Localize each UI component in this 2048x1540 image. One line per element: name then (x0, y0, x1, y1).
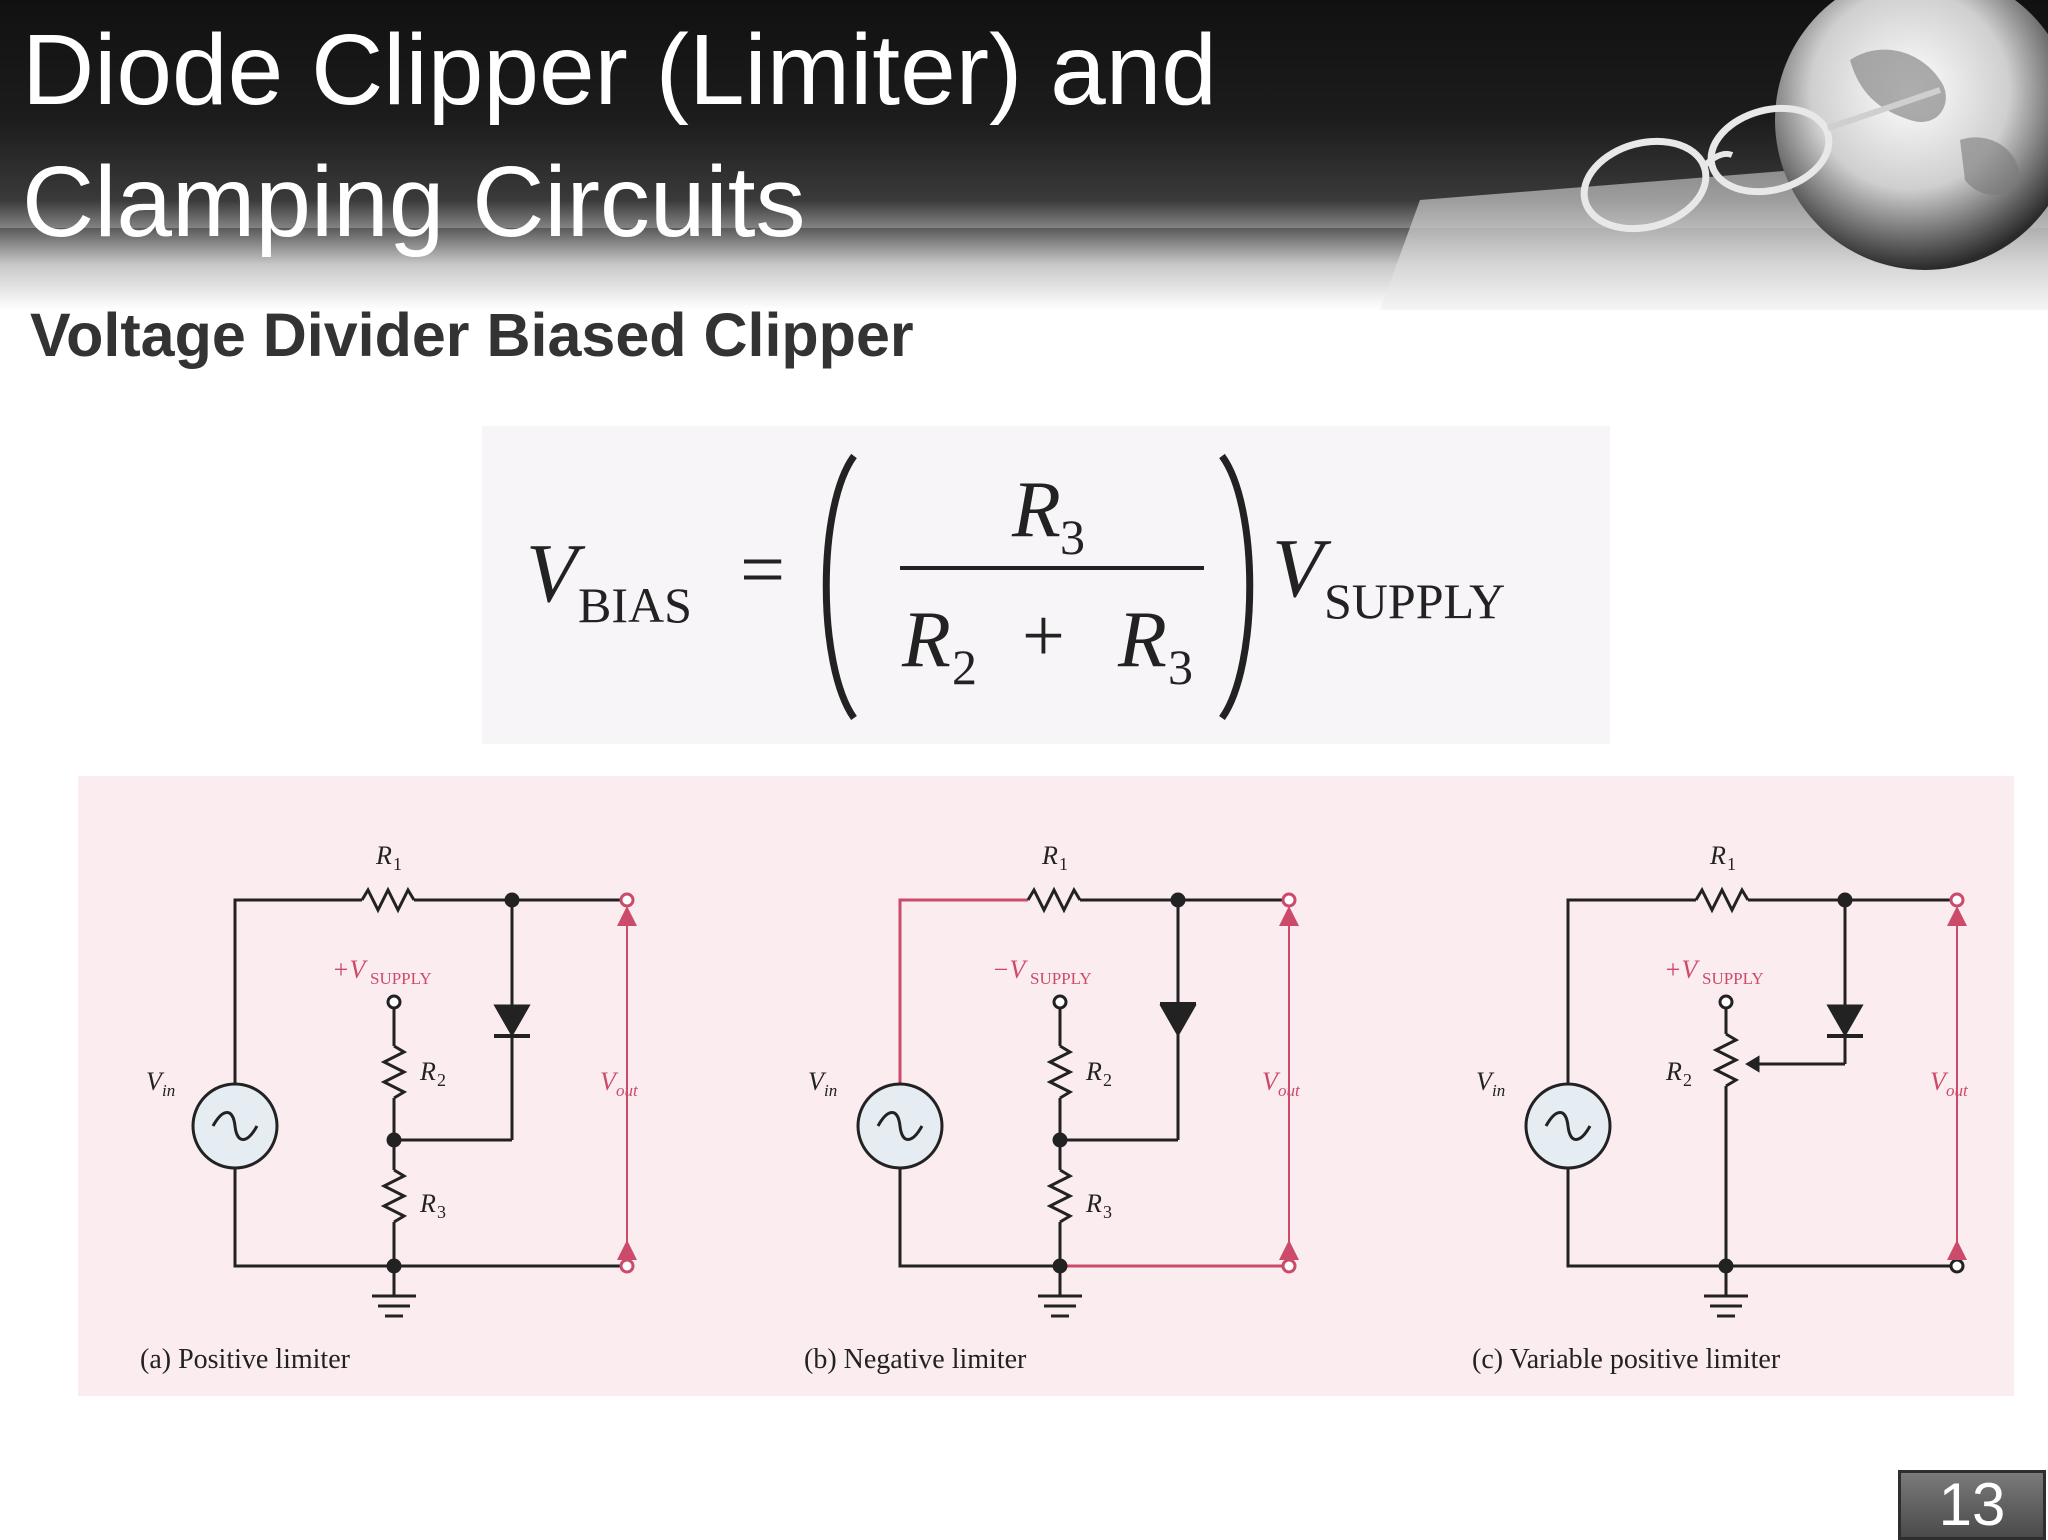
r2-resistor (380, 1044, 408, 1100)
formula-left-paren (822, 453, 857, 721)
c-supply-label: +V (1664, 955, 1701, 984)
globe-and-glasses-image (1380, 0, 2048, 310)
diode (1159, 1004, 1197, 1038)
r1-resistor (1694, 886, 1750, 914)
a-r1-label: R (375, 841, 392, 870)
formula-plus: + (1022, 594, 1065, 678)
circuit-b (856, 886, 1299, 1318)
r1-resistor (1026, 886, 1082, 914)
r2-potentiometer (1712, 1032, 1740, 1088)
a-r1-sub: 1 (393, 854, 402, 874)
circuit-a (191, 886, 637, 1318)
formula-rhs-sub: SUPPLY (1324, 573, 1505, 629)
r2-resistor (1046, 1044, 1074, 1100)
vbias-formula-image: V BIAS = R 3 R 2 + R 3 V SUPPLY (482, 426, 1610, 744)
b-r2-sub: 2 (1103, 1070, 1112, 1090)
b-vout-sub: out (1278, 1081, 1301, 1100)
c-vin-sub: in (1492, 1081, 1505, 1100)
c-vout-sub: out (1946, 1081, 1969, 1100)
wiper-arrow (1745, 1055, 1760, 1073)
a-vout-sub: out (616, 1081, 639, 1100)
vout-terminal-top (619, 892, 635, 908)
limiter-circuits-figure: R 1 +V SUPPLY R 2 R 3 V in V out (a) Pos… (78, 776, 2014, 1396)
c-vout-label: V (1930, 1067, 1949, 1096)
vout-terminal-top (1949, 892, 1965, 908)
formula-lhs-v: V (526, 527, 586, 620)
b-r3-sub: 3 (1103, 1202, 1112, 1222)
a-r2-label: R (419, 1057, 436, 1086)
a-supply-sub: SUPPLY (370, 969, 432, 988)
a-vin-sub: in (162, 1081, 175, 1100)
r3-resistor (380, 1168, 408, 1224)
a-caption: (a) Positive limiter (140, 1344, 351, 1375)
vout-terminal-top (1281, 892, 1297, 908)
circuit-c (1524, 886, 1967, 1318)
diode (1826, 1004, 1864, 1038)
diode (493, 1004, 531, 1038)
b-supply-label: −V (992, 955, 1029, 984)
a-supply-label: +V (332, 955, 369, 984)
formula-numerator: R (1011, 466, 1061, 554)
formula-right-paren (1219, 453, 1254, 721)
c-caption: (c) Variable positive limiter (1472, 1344, 1781, 1375)
r3-resistor (1046, 1168, 1074, 1224)
formula-numerator-sub: 3 (1060, 509, 1085, 565)
title-line-1: Diode Clipper (Limiter) and (22, 14, 1217, 126)
a-vin-label: V (146, 1067, 165, 1096)
b-vin-sub: in (824, 1081, 837, 1100)
vout-terminal-bottom (1949, 1258, 1965, 1274)
b-r3-label: R (1085, 1189, 1102, 1218)
title-line-2: Clamping Circuits (22, 146, 806, 258)
formula-equals: = (740, 526, 785, 614)
c-supply-sub: SUPPLY (1702, 969, 1764, 988)
formula-denom-r2: R (901, 596, 951, 684)
formula-denom-r2-sub: 2 (952, 639, 977, 695)
vout-terminal-bottom (619, 1258, 635, 1274)
b-r1-label: R (1041, 841, 1058, 870)
c-r2-label: R (1665, 1057, 1682, 1086)
c-r1-sub: 1 (1727, 854, 1736, 874)
formula-lhs-sub: BIAS (578, 577, 692, 633)
formula-denom-r3-sub: 3 (1168, 639, 1193, 695)
b-vout-label: V (1262, 1067, 1281, 1096)
b-r2-label: R (1085, 1057, 1102, 1086)
r1-resistor (360, 886, 416, 914)
section-subtitle: Voltage Divider Biased Clipper (30, 301, 914, 369)
a-vout-label: V (600, 1067, 619, 1096)
c-vin-label: V (1476, 1067, 1495, 1096)
b-supply-sub: SUPPLY (1030, 969, 1092, 988)
c-r1-label: R (1709, 841, 1726, 870)
page-number: 13 (1898, 1470, 2046, 1540)
c-r2-sub: 2 (1683, 1070, 1692, 1090)
b-caption: (b) Negative limiter (804, 1344, 1027, 1375)
a-r3-sub: 3 (437, 1202, 446, 1222)
formula-denom-r3: R (1117, 596, 1167, 684)
slide-title: Diode Clipper (Limiter) and Clamping Cir… (22, 4, 1217, 268)
b-r1-sub: 1 (1059, 854, 1068, 874)
formula-rhs-v: V (1272, 522, 1332, 615)
b-vin-label: V (808, 1067, 827, 1096)
a-r3-label: R (419, 1189, 436, 1218)
a-r2-sub: 2 (437, 1070, 446, 1090)
slide-header: Diode Clipper (Limiter) and Clamping Cir… (0, 0, 2048, 310)
vout-terminal-bottom (1281, 1258, 1297, 1274)
